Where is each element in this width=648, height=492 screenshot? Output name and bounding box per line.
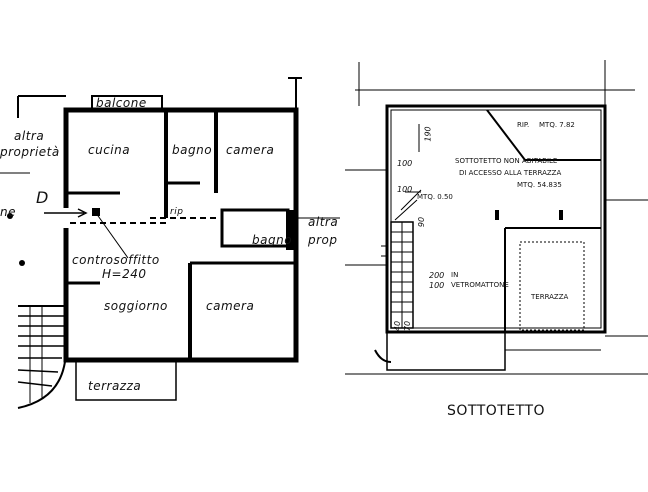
label-controsoffitto: controsoffitto bbox=[72, 253, 160, 267]
label-rip: rip bbox=[170, 207, 184, 217]
label-dim-100b: 100 bbox=[397, 185, 413, 194]
label-bagno-top: bagno bbox=[172, 143, 213, 157]
label-vetromattone-1: IN bbox=[451, 271, 459, 279]
label-terrazza: terrazza bbox=[88, 379, 142, 393]
label-altra-right: altra bbox=[308, 215, 339, 229]
floor-plan-right-drawing bbox=[345, 60, 648, 375]
staircase-right bbox=[390, 221, 414, 329]
label-dim-90: 90 bbox=[417, 216, 427, 228]
label-camera-bottom: camera bbox=[206, 299, 255, 313]
label-soggiorno: soggiorno bbox=[104, 299, 168, 313]
label-altra-left: altra bbox=[14, 129, 45, 143]
label-dim-190: 190 bbox=[423, 126, 433, 142]
label-dim-70: 70 bbox=[403, 320, 413, 332]
label-entrance-d: D bbox=[36, 188, 49, 207]
label-sottotetto-line2: DI ACCESSO ALLA TERRAZZA bbox=[459, 169, 562, 177]
label-height: H=240 bbox=[102, 267, 147, 281]
floor-plan-left: balcone cucina bagno camera bagno rip co… bbox=[0, 58, 345, 438]
label-dim-40: 40 bbox=[393, 320, 403, 332]
label-camera-top: camera bbox=[226, 143, 275, 157]
label-vetromattone-2: VETROMATTONE bbox=[451, 281, 509, 289]
staircase-left bbox=[17, 305, 67, 409]
label-cucina: cucina bbox=[88, 143, 131, 157]
label-sottotetto-area: MTQ. 54.835 bbox=[517, 181, 562, 189]
label-bagno-mid: bagno bbox=[252, 233, 293, 247]
floor-plan-left-drawing bbox=[0, 77, 340, 409]
plan-title-sottotetto: SOTTOTETTO bbox=[447, 403, 546, 419]
label-prop-right: prop bbox=[308, 233, 338, 247]
floor-plan-right: SOTTOTETTO NON ABITABILE DI ACCESSO ALLA… bbox=[345, 50, 648, 442]
label-terrazza-right: TERRAZZA bbox=[531, 293, 569, 301]
label-rip: RIP. bbox=[517, 121, 530, 129]
label-proprieta-left: proprietà bbox=[0, 145, 60, 159]
label-dim-050: MTQ. 0.50 bbox=[417, 193, 453, 201]
label-sottotetto-line1: SOTTOTETTO NON ABITABILE bbox=[455, 157, 558, 165]
label-dim-200: 200 bbox=[429, 271, 445, 280]
label-dim-100a: 100 bbox=[397, 159, 413, 168]
label-rip-area: MTQ. 7.82 bbox=[539, 121, 575, 129]
label-balcone: balcone bbox=[96, 96, 147, 110]
label-dim-100c: 100 bbox=[429, 281, 445, 290]
label-entrance-ne: ne bbox=[0, 205, 16, 219]
